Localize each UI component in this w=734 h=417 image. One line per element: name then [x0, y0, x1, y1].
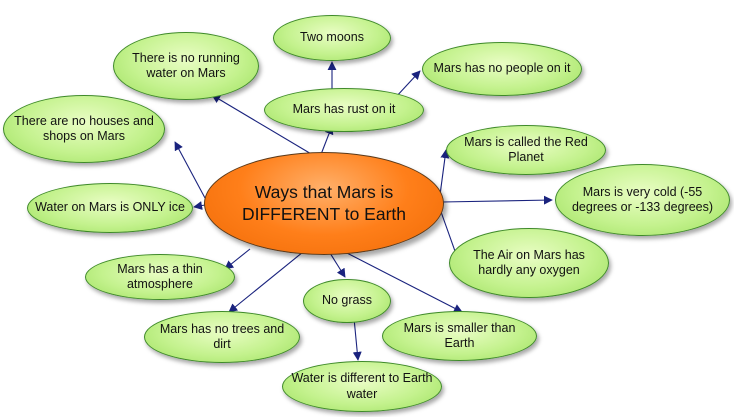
node-no-trees-dirt[interactable]: Mars has no trees and dirt: [144, 311, 300, 363]
link-to-red-planet: [439, 149, 450, 196]
node-no-running-water[interactable]: There is no running water on Mars: [113, 32, 259, 100]
node-label: Water on Mars is ONLY ice: [35, 200, 185, 215]
center-topic[interactable]: Ways that Mars is DIFFERENT to Earth: [204, 152, 444, 255]
link-to-thin-atmosphere: [224, 248, 251, 270]
node-label: The Air on Mars has hardly any oxygen: [473, 247, 585, 277]
node-label: Mars is smaller than Earth: [403, 320, 516, 350]
node-water-different[interactable]: Water is different to Earth water: [282, 361, 442, 412]
link-to-water-different: [352, 317, 362, 361]
node-no-grass[interactable]: No grass: [303, 279, 391, 323]
node-label: There are no houses and shops on Mars: [14, 113, 154, 143]
node-rust[interactable]: Mars has rust on it: [264, 88, 424, 132]
link-to-no-trees-dirt: [228, 251, 304, 313]
link-to-no-grass: [329, 252, 346, 278]
node-thin-atmosphere[interactable]: Mars has a thin atmosphere: [85, 254, 235, 300]
node-thin-air[interactable]: The Air on Mars has hardly any oxygen: [449, 228, 609, 298]
node-label: Mars is called the Red Planet: [464, 134, 588, 164]
node-label: Mars has rust on it: [292, 102, 396, 117]
center-label: Ways that Mars is DIFFERENT to Earth: [241, 181, 407, 224]
node-two-moons[interactable]: Two moons: [273, 15, 391, 61]
node-water-only-ice[interactable]: Water on Mars is ONLY ice: [27, 183, 193, 233]
node-label: Water is different to Earth water: [291, 371, 433, 401]
link-to-very-cold: [441, 195, 553, 205]
node-label: Mars has no trees and dirt: [159, 321, 285, 351]
link-to-no-running-water: [211, 94, 319, 159]
node-smaller[interactable]: Mars is smaller than Earth: [382, 311, 537, 361]
node-label: Mars is very cold (-55 degrees or -133 d…: [571, 184, 714, 214]
node-label: No grass: [321, 293, 373, 308]
node-label: Mars has a thin atmosphere: [117, 261, 203, 291]
node-red-planet[interactable]: Mars is called the Red Planet: [446, 125, 606, 175]
link-to-smaller: [344, 251, 463, 313]
link-to-water-only-ice: [193, 201, 206, 210]
node-very-cold[interactable]: Mars is very cold (-55 degrees or -133 d…: [555, 164, 730, 236]
link-to-no-houses-shops: [174, 141, 206, 199]
node-no-people[interactable]: Mars has no people on it: [422, 42, 582, 96]
node-label: There is no running water on Mars: [132, 50, 240, 80]
node-no-houses-shops[interactable]: There are no houses and shops on Mars: [3, 95, 165, 163]
node-label: Two moons: [300, 30, 364, 45]
node-label: Mars has no people on it: [433, 61, 571, 76]
